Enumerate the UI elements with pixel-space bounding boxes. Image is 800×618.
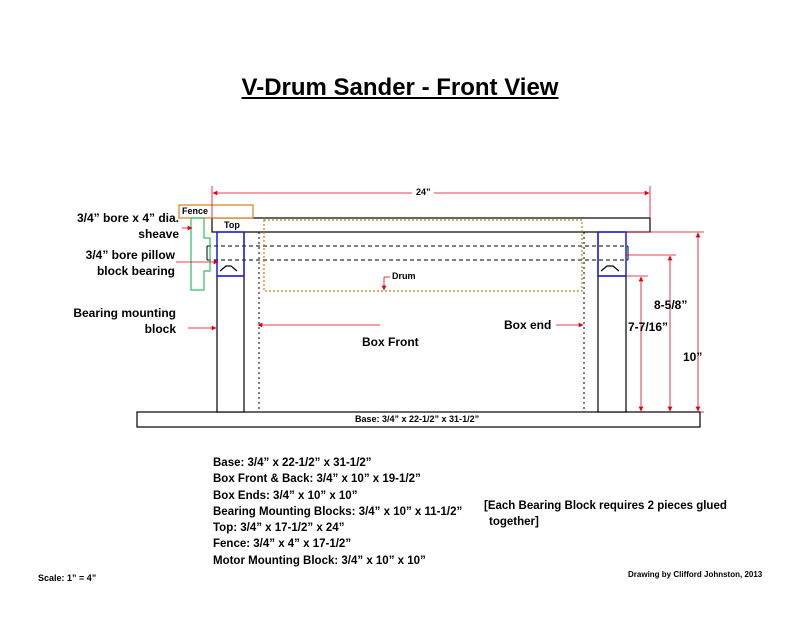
dim-7-7-16-label: 7-7/16” (628, 320, 669, 334)
sheave-label: 3/4” bore x 4” dia. sheave (76, 211, 179, 241)
material-item: Motor Mounting Block: 3/4” x 10” x 10” (213, 554, 426, 567)
material-item: Box Front & Back: 3/4” x 10” x 19-1/2” (213, 473, 421, 486)
material-item: Base: 3/4” x 22-1/2” x 31-1/2” (213, 457, 372, 469)
bearing-block-note-line1: [Each Bearing Block requires 2 pieces gl… (484, 500, 727, 512)
material-item: Top: 3/4” x 17-1/2” x 24” (213, 522, 345, 535)
base-label: Base: 3/4” x 22-1/2” x 31-1/2” (355, 414, 480, 424)
drum-label: Drum (392, 271, 416, 281)
top-board (211, 217, 651, 233)
dim-width-label: 24” (416, 187, 431, 197)
dim-10-label: 10” (683, 350, 703, 364)
material-item: Box Ends: 3/4” x 10” x 10” (213, 489, 358, 502)
pillow-block-label: 3/4” bore pillow block bearing (85, 248, 175, 278)
mounting-block-label: Bearing mounting block (73, 306, 176, 336)
left-mounting-block (216, 275, 245, 413)
materials-list: Base: 3/4” x 22-1/2” x 31-1/2” Box Front… (213, 455, 462, 569)
right-pillow-block-bearing (597, 231, 627, 277)
base-board (136, 411, 701, 428)
bearing-block-note-line2: together] (489, 516, 539, 528)
left-pillow-block-bearing (216, 231, 245, 277)
material-item: Bearing Mounting Blocks: 3/4” x 10” x 11… (213, 505, 463, 518)
fence-board (178, 204, 254, 219)
fence-label: Fence (182, 206, 209, 216)
box-front-label: Box Front (362, 335, 419, 349)
sheave-pulley (190, 217, 211, 291)
drum-outline (263, 219, 583, 292)
right-mounting-block (597, 275, 627, 413)
scale-note: Scale: 1” = 4” (38, 573, 97, 583)
drawing-title: V-Drum Sander - Front View (241, 74, 559, 101)
top-label: Top (224, 220, 240, 230)
drawing-credit: Drawing by Clifford Johnston, 2013 (628, 570, 763, 579)
box-end-label: Box end (504, 318, 552, 332)
dim-8-5-8-label: 8-5/8” (654, 298, 688, 312)
material-item: Fence: 3/4” x 4” x 17-1/2” (213, 538, 352, 551)
